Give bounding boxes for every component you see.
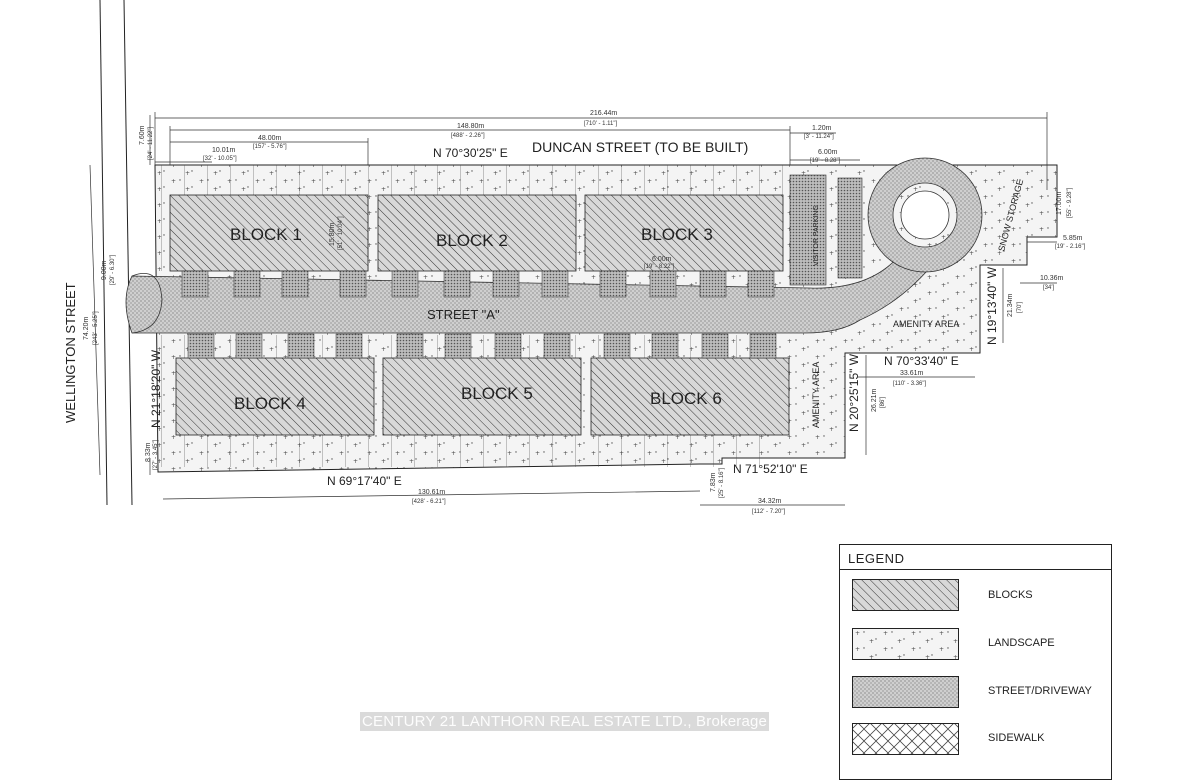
- dim-road-m: 9.00m: [101, 260, 108, 280]
- wellington-street-lines: [99, 0, 133, 506]
- dim-offset-ft: [32' - 10.05"]: [203, 156, 237, 162]
- dim-drive-ft: [19' - 8.28"]: [810, 158, 841, 164]
- dimension-lines: [89, 112, 1057, 506]
- bearing-east-2: N 19°13'40" W: [985, 266, 999, 345]
- block-4-label: BLOCK 4: [234, 394, 306, 413]
- bearing-east-1: N 20°25'15" W: [847, 353, 861, 432]
- visitor-parking: [789, 174, 827, 286]
- legend-swatch-blocks: [852, 579, 959, 611]
- dim-road-ft: [29' - 6.30"]: [110, 254, 116, 285]
- dim-jog-m: 10.36m: [1040, 275, 1064, 282]
- block-5: [382, 357, 582, 436]
- dim-east-m: 17.00m: [1056, 191, 1063, 215]
- block-1-label: BLOCK 1: [230, 225, 302, 244]
- legend-swatch-sidewalk: [852, 723, 959, 755]
- cul-de-sac: [867, 157, 983, 273]
- dim-snow-m: 5.85m: [1063, 235, 1083, 242]
- dim-w-top-m: 7.60m: [139, 125, 146, 145]
- dim-drive-m: 6.00m: [818, 149, 838, 156]
- bearing-south-east: N 71°52'10" E: [733, 462, 808, 476]
- block-5-label: BLOCK 5: [461, 384, 533, 403]
- driveways-north: [181, 270, 775, 298]
- driveways-south: [187, 333, 777, 359]
- block-2-label: BLOCK 2: [436, 231, 508, 250]
- dim-east-ft: [55' - 9.28"]: [1067, 187, 1073, 218]
- dim-e1-m: 26.21m: [871, 388, 878, 412]
- bearing-north: N 70°30'25" E: [433, 146, 508, 160]
- legend-label-street: STREET/DRIVEWAY: [988, 685, 1092, 697]
- dim-snow-ft: [19' - 2.16"]: [1055, 244, 1086, 250]
- block-3-label: BLOCK 3: [641, 225, 713, 244]
- blocks: [169, 194, 790, 436]
- legend: LEGEND BLOCKS LANDSCAPE STREET/DRIVEWAY …: [839, 544, 1112, 780]
- dim-e2-ft: [70']: [1017, 302, 1023, 313]
- dim-e1-ft: [86']: [880, 397, 886, 408]
- dim-north-ft: [488' - 2.26"]: [451, 133, 485, 139]
- dim-south-east-m: 34.32m: [758, 498, 782, 505]
- legend-label-blocks: BLOCKS: [988, 589, 1033, 601]
- block-1: [169, 194, 369, 272]
- dim-gap-m: 6.00m: [652, 256, 672, 263]
- dim-corner-m: 1.20m: [812, 125, 832, 132]
- dim-offset-m: 10.01m: [212, 147, 236, 154]
- visitor-parking-east: [837, 177, 863, 279]
- block-4: [175, 357, 375, 436]
- dim-s-off-ft: [25' - 8.16"]: [719, 467, 725, 498]
- dim-w-top-ft: [24' - 11.22"]: [148, 126, 154, 160]
- dim-south-ft: [428' - 6.21"]: [412, 499, 446, 505]
- block-6: [590, 357, 790, 436]
- street-a-label: STREET "A": [427, 307, 500, 322]
- dim-w-bot-m: 8.33m: [145, 442, 152, 462]
- wellington-curb: [131, 272, 163, 334]
- amenity-area-east-label: AMENITY AREA: [893, 319, 959, 329]
- dimension-labels: 216.44m [710' - 1.11"] 148.80m [488' - 2…: [83, 110, 1086, 515]
- bearing-west: N 21°18'20" W: [149, 349, 163, 428]
- legend-swatch-street: [852, 676, 959, 708]
- legend-divider: [840, 569, 1111, 570]
- visitor-parking-label: VISITOR PARKING: [813, 205, 820, 266]
- dim-gap-ft: [19' - 8.22"]: [644, 264, 675, 270]
- block-6-label: BLOCK 6: [650, 389, 722, 408]
- dim-step-ft: [110' - 3.36"]: [893, 381, 927, 387]
- bearing-south: N 69°17'40" E: [327, 474, 402, 488]
- dim-step-m: 33.61m: [900, 370, 924, 377]
- dim-s-off-m: 7.83m: [710, 472, 717, 492]
- dim-total-ft: [710' - 1.11"]: [584, 121, 618, 127]
- dim-block-ft: [157' - 5.76"]: [253, 144, 287, 150]
- block-3: [584, 194, 784, 272]
- dim-south-east-ft: [112' - 7.20"]: [752, 509, 786, 515]
- bearing-east-step: N 70°33'40" E: [884, 354, 959, 368]
- dim-block-m: 48.00m: [258, 135, 282, 142]
- wellington-street-label: WELLINGTON STREET: [63, 282, 78, 423]
- dim-total-m: 216.44m: [590, 110, 617, 117]
- dim-corner-ft: [3' - 11.24"]: [804, 134, 834, 140]
- legend-title: LEGEND: [848, 551, 905, 566]
- street-a-driveway: [125, 235, 939, 334]
- dim-north-m: 148.80m: [457, 123, 484, 130]
- dim-e2-m: 21.34m: [1007, 293, 1014, 317]
- dim-depth-m: 15.80m: [329, 222, 336, 246]
- dim-width-ft: [243' - 5.25"]: [93, 311, 99, 345]
- dim-width-m: 74.20m: [83, 316, 90, 340]
- amenity-area-south-label: AMENITY AREA: [811, 362, 821, 428]
- legend-swatch-landscape: [852, 628, 959, 660]
- block-2: [377, 194, 577, 272]
- dim-jog-ft: [34']: [1043, 285, 1054, 291]
- legend-label-landscape: LANDSCAPE: [988, 637, 1055, 649]
- dim-depth-ft: [51' - 10.04"]: [338, 216, 344, 250]
- brokerage-watermark: CENTURY 21 LANTHORN REAL ESTATE LTD., Br…: [360, 712, 770, 731]
- duncan-street-label: DUNCAN STREET (TO BE BUILT): [532, 139, 748, 155]
- legend-label-sidewalk: SIDEWALK: [988, 732, 1045, 744]
- dim-south-m: 130.61m: [418, 489, 445, 496]
- dim-w-bot-ft: [27' - 3.45"]: [153, 439, 159, 470]
